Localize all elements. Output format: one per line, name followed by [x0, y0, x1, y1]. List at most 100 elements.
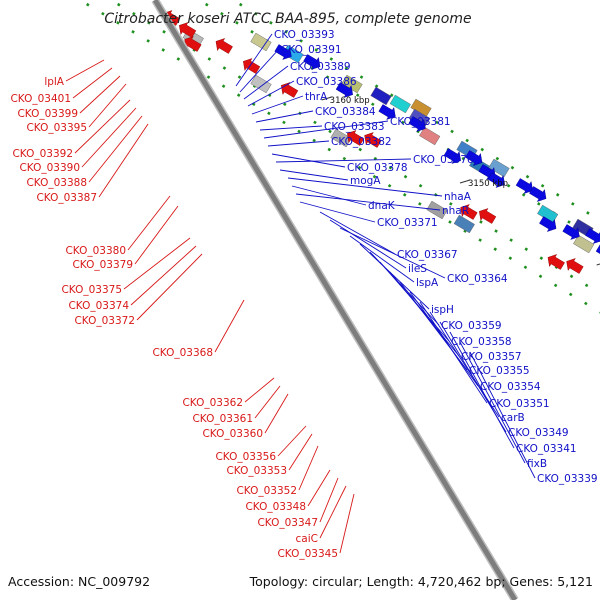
forward-gene-label[interactable]: CKO_03376	[413, 154, 474, 166]
reverse-label-leader	[88, 115, 143, 183]
reverse-label-leader	[130, 245, 197, 306]
forward-gene-label[interactable]: CKO_03381	[390, 116, 451, 128]
forward-gene-arrow	[529, 186, 547, 202]
reverse-label-leader	[254, 385, 281, 419]
forward-label-leader	[339, 227, 446, 279]
forward-gene-label[interactable]: carB	[501, 412, 525, 424]
forward-gene-label[interactable]: CKO_03393	[274, 29, 335, 41]
reverse-gene-label[interactable]: CKO_03352	[236, 485, 297, 497]
reverse-gene-label[interactable]: CKO_03353	[226, 465, 287, 477]
forward-label-leader	[275, 158, 412, 163]
forward-gene-arrow	[465, 150, 483, 166]
reverse-gene-label[interactable]: CKO_03388	[26, 177, 87, 189]
forward-label-leader	[243, 65, 289, 100]
reverse-gene-label[interactable]: CKO_03348	[245, 501, 306, 513]
reverse-gene-label[interactable]: CKO_03368	[152, 347, 213, 359]
forward-gene-label[interactable]: CKO_03349	[508, 427, 569, 439]
reverse-gene-label[interactable]: CKO_03356	[215, 451, 276, 463]
forward-gene-label[interactable]: fixB	[527, 458, 547, 470]
forward-gene-label[interactable]: CKO_03339	[537, 473, 598, 485]
reverse-label-leader	[339, 493, 355, 554]
reverse-gene-label[interactable]: CKO_03379	[72, 259, 133, 271]
forward-gene-label[interactable]: CKO_03386	[296, 76, 357, 88]
feature-block	[573, 234, 595, 254]
reverse-gene-label[interactable]: CKO_03399	[17, 108, 78, 120]
accession-text: Accession: NC_009792	[8, 574, 150, 589]
forward-gene-label[interactable]: CKO_03391	[281, 44, 342, 56]
forward-label-leader	[279, 169, 349, 181]
forward-gene-arrow	[585, 228, 600, 244]
forward-gene-label[interactable]: CKO_03351	[489, 398, 550, 410]
forward-gene-label[interactable]: thrA	[305, 91, 328, 103]
forward-gene-arrow	[335, 82, 353, 98]
forward-gene-label[interactable]: CKO_03341	[516, 443, 577, 455]
forward-gene-label[interactable]: CKO_03367	[397, 249, 458, 261]
reverse-gene-label[interactable]: CKO_03375	[61, 284, 122, 296]
reverse-label-leader	[74, 99, 131, 154]
forward-gene-label[interactable]: ileS	[408, 263, 427, 275]
feature-block	[488, 158, 510, 178]
forward-gene-label[interactable]: mogA	[350, 175, 381, 187]
reverse-gene-label[interactable]: CKO_03395	[26, 122, 87, 134]
feature-block	[453, 214, 475, 234]
reverse-label-leader	[136, 253, 203, 321]
forward-gene-arrow	[408, 116, 426, 132]
forward-label-leader	[449, 331, 515, 449]
reverse-label-leader	[307, 469, 331, 507]
reverse-label-leader	[72, 67, 113, 99]
reverse-gene-arrow	[347, 130, 365, 146]
forward-label-leader	[409, 291, 479, 387]
feature-block	[370, 86, 392, 106]
scale-tick-label: 3150 kbp	[468, 179, 508, 189]
reverse-gene-label[interactable]: CKO_03392	[12, 148, 73, 160]
forward-label-leader	[239, 48, 280, 93]
forward-gene-label[interactable]: CKO_03357	[461, 351, 522, 363]
forward-label-leader	[271, 153, 346, 168]
forward-gene-label[interactable]: CKO_03389	[290, 61, 351, 73]
forward-label-leader	[263, 120, 389, 139]
reverse-gene-label[interactable]: lplA	[44, 76, 64, 88]
forward-gene-arrow	[303, 54, 321, 70]
forward-gene-label[interactable]: ispH	[431, 304, 454, 316]
forward-gene-label[interactable]: lspA	[416, 277, 439, 289]
reverse-gene-label[interactable]: CKO_03387	[36, 192, 97, 204]
topology-text: Topology: circular; Length: 4,720,462 bp…	[249, 574, 593, 589]
forward-gene-label[interactable]: dnaK	[368, 200, 396, 212]
forward-label-leader	[267, 140, 330, 147]
forward-label-leader	[419, 301, 488, 404]
reverse-gene-label[interactable]: CKO_03372	[74, 315, 135, 327]
forward-gene-label[interactable]: CKO_03359	[441, 320, 502, 332]
forward-gene-label[interactable]: CKO_03382	[331, 136, 392, 148]
reverse-gene-label[interactable]: CKO_03401	[10, 93, 71, 105]
reverse-label-leader	[288, 433, 313, 471]
forward-gene-label[interactable]: CKO_03384	[315, 106, 376, 118]
forward-gene-arrow	[487, 172, 505, 188]
reverse-label-leader	[244, 377, 275, 403]
reverse-gene-label[interactable]: CKO_03347	[257, 517, 318, 529]
feature-block	[250, 74, 272, 94]
reverse-gene-arrow	[243, 58, 261, 74]
reverse-gene-label[interactable]: CKO_03362	[182, 397, 243, 409]
forward-label-leader	[247, 80, 295, 107]
reverse-gene-label[interactable]: caiC	[296, 533, 318, 545]
reverse-gene-label[interactable]: CKO_03380	[65, 245, 126, 257]
feature-block	[419, 126, 441, 146]
reverse-gene-label[interactable]: CKO_03361	[192, 413, 253, 425]
forward-gene-label[interactable]: CKO_03378	[347, 162, 408, 174]
reverse-gene-label[interactable]: CKO_03390	[19, 162, 80, 174]
forward-gene-label[interactable]: nhaA	[444, 191, 472, 203]
reverse-gene-label[interactable]: CKO_03360	[202, 428, 263, 440]
forward-gene-label[interactable]: CKO_03371	[377, 217, 438, 229]
forward-gene-label[interactable]: CKO_03355	[469, 365, 530, 377]
reverse-label-leader	[79, 75, 121, 114]
reverse-gene-label[interactable]: CKO_03374	[68, 300, 129, 312]
forward-gene-label[interactable]: CKO_03364	[447, 273, 508, 285]
forward-label-leader	[287, 177, 443, 197]
forward-label-leader	[469, 351, 536, 479]
forward-gene-label[interactable]: nhaR	[442, 205, 469, 217]
reverse-gene-arrow	[566, 258, 584, 274]
forward-gene-label[interactable]: CKO_03354	[480, 381, 541, 393]
reverse-gene-label[interactable]: CKO_03345	[277, 548, 338, 560]
scale-tick-mark	[321, 96, 332, 101]
forward-gene-label[interactable]: CKO_03358	[451, 336, 512, 348]
